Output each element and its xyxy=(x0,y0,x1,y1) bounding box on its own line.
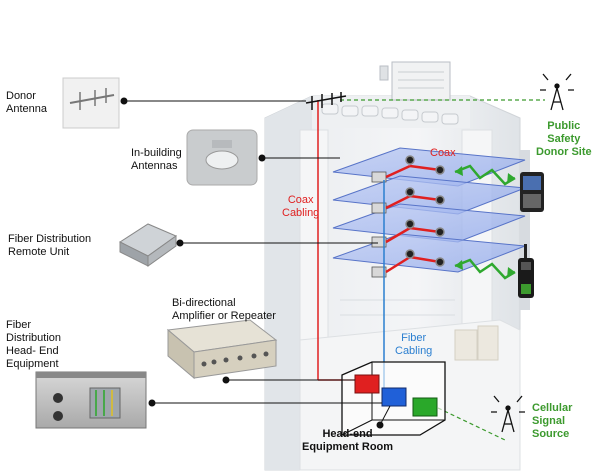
ceiling-antenna-icon xyxy=(405,155,415,165)
ceiling-antenna-icon xyxy=(435,227,445,237)
ceiling-antenna-icon xyxy=(405,187,415,197)
ceiling-antenna-icon xyxy=(435,257,445,267)
coax-label: Coax xyxy=(430,147,456,159)
bda-repeater-photo xyxy=(166,319,278,380)
radio-tower-icon xyxy=(491,395,525,433)
two-way-radio-icon xyxy=(518,244,534,298)
in-building-antenna-photo xyxy=(186,129,258,186)
headend-room-label: Head-end Equipment Room xyxy=(302,428,394,453)
donor-antenna-label: Donor Antenna xyxy=(6,90,47,115)
wireless-links xyxy=(454,164,516,280)
radio-tower-icon xyxy=(540,73,574,111)
ceiling-antenna-icon xyxy=(405,219,415,229)
headend-room xyxy=(341,361,446,436)
rooftop-donor-antenna-icon xyxy=(305,92,347,110)
public-safety-site-label: Public Safety Donor Site xyxy=(536,120,592,158)
ceiling-antenna-icon xyxy=(435,195,445,205)
ceiling-antenna-icon xyxy=(435,165,445,175)
in-building-antennas-label: In-building Antennas xyxy=(131,147,182,172)
coax-cabling-label: Coax Cabling xyxy=(282,194,320,219)
bda-repeater-label: Bi-directional Amplifier or Repeater xyxy=(172,297,276,322)
callout-lines xyxy=(120,97,391,429)
fiber-headend-label: Fiber Distribution Head- End Equipment xyxy=(6,319,62,370)
bda-unit xyxy=(354,374,380,394)
floor-equipment xyxy=(371,155,445,278)
cellular-source-label: Cellular Signal Source xyxy=(532,402,573,440)
smartphone-icon xyxy=(520,172,544,212)
fiber-headend-photo xyxy=(35,371,147,429)
fiber-cabling-label: Fiber Cabling xyxy=(395,332,433,357)
ceiling-antenna-icon xyxy=(405,249,415,259)
fiber-headend-unit xyxy=(381,387,407,407)
fiber-remote-unit-photo xyxy=(118,223,178,267)
donor-antenna-photo xyxy=(62,77,120,129)
cellular-unit xyxy=(412,397,438,417)
cellular-link xyxy=(437,407,506,441)
fiber-remote-unit-label: Fiber Distribution Remote Unit xyxy=(8,233,92,258)
